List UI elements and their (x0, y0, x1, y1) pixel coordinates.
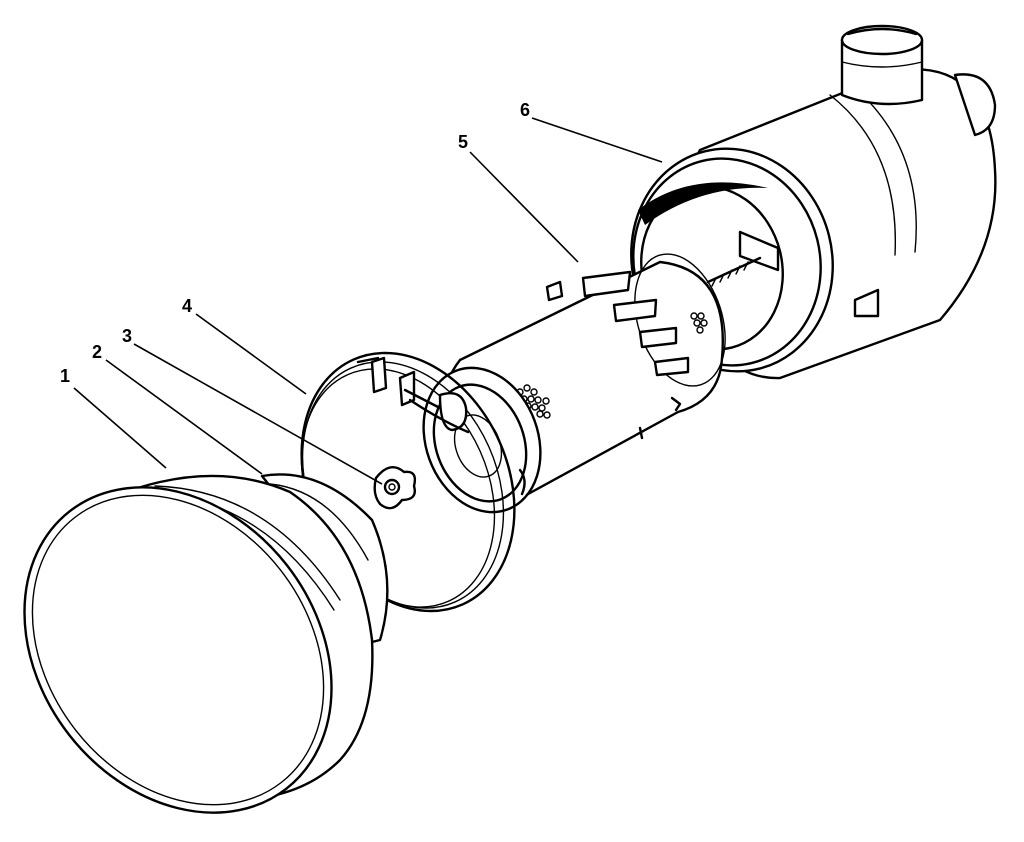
leader-6 (531, 117, 663, 163)
leader-5 (469, 151, 579, 263)
callout-5: 5 (458, 132, 468, 152)
wing-nut (373, 466, 417, 510)
callout-4: 4 (182, 296, 192, 316)
callout-numbers: 1 2 3 4 5 6 (60, 100, 530, 386)
callout-6: 6 (520, 100, 530, 120)
callout-1: 1 (60, 366, 70, 386)
leader-4 (195, 313, 307, 395)
leader-3 (133, 343, 383, 485)
callout-3: 3 (122, 326, 132, 346)
filter-element (422, 253, 726, 514)
leader-2 (105, 359, 263, 475)
callout-2: 2 (92, 342, 102, 362)
dust-cup (23, 474, 374, 814)
leader-lines (73, 117, 663, 485)
leader-1 (73, 387, 167, 469)
